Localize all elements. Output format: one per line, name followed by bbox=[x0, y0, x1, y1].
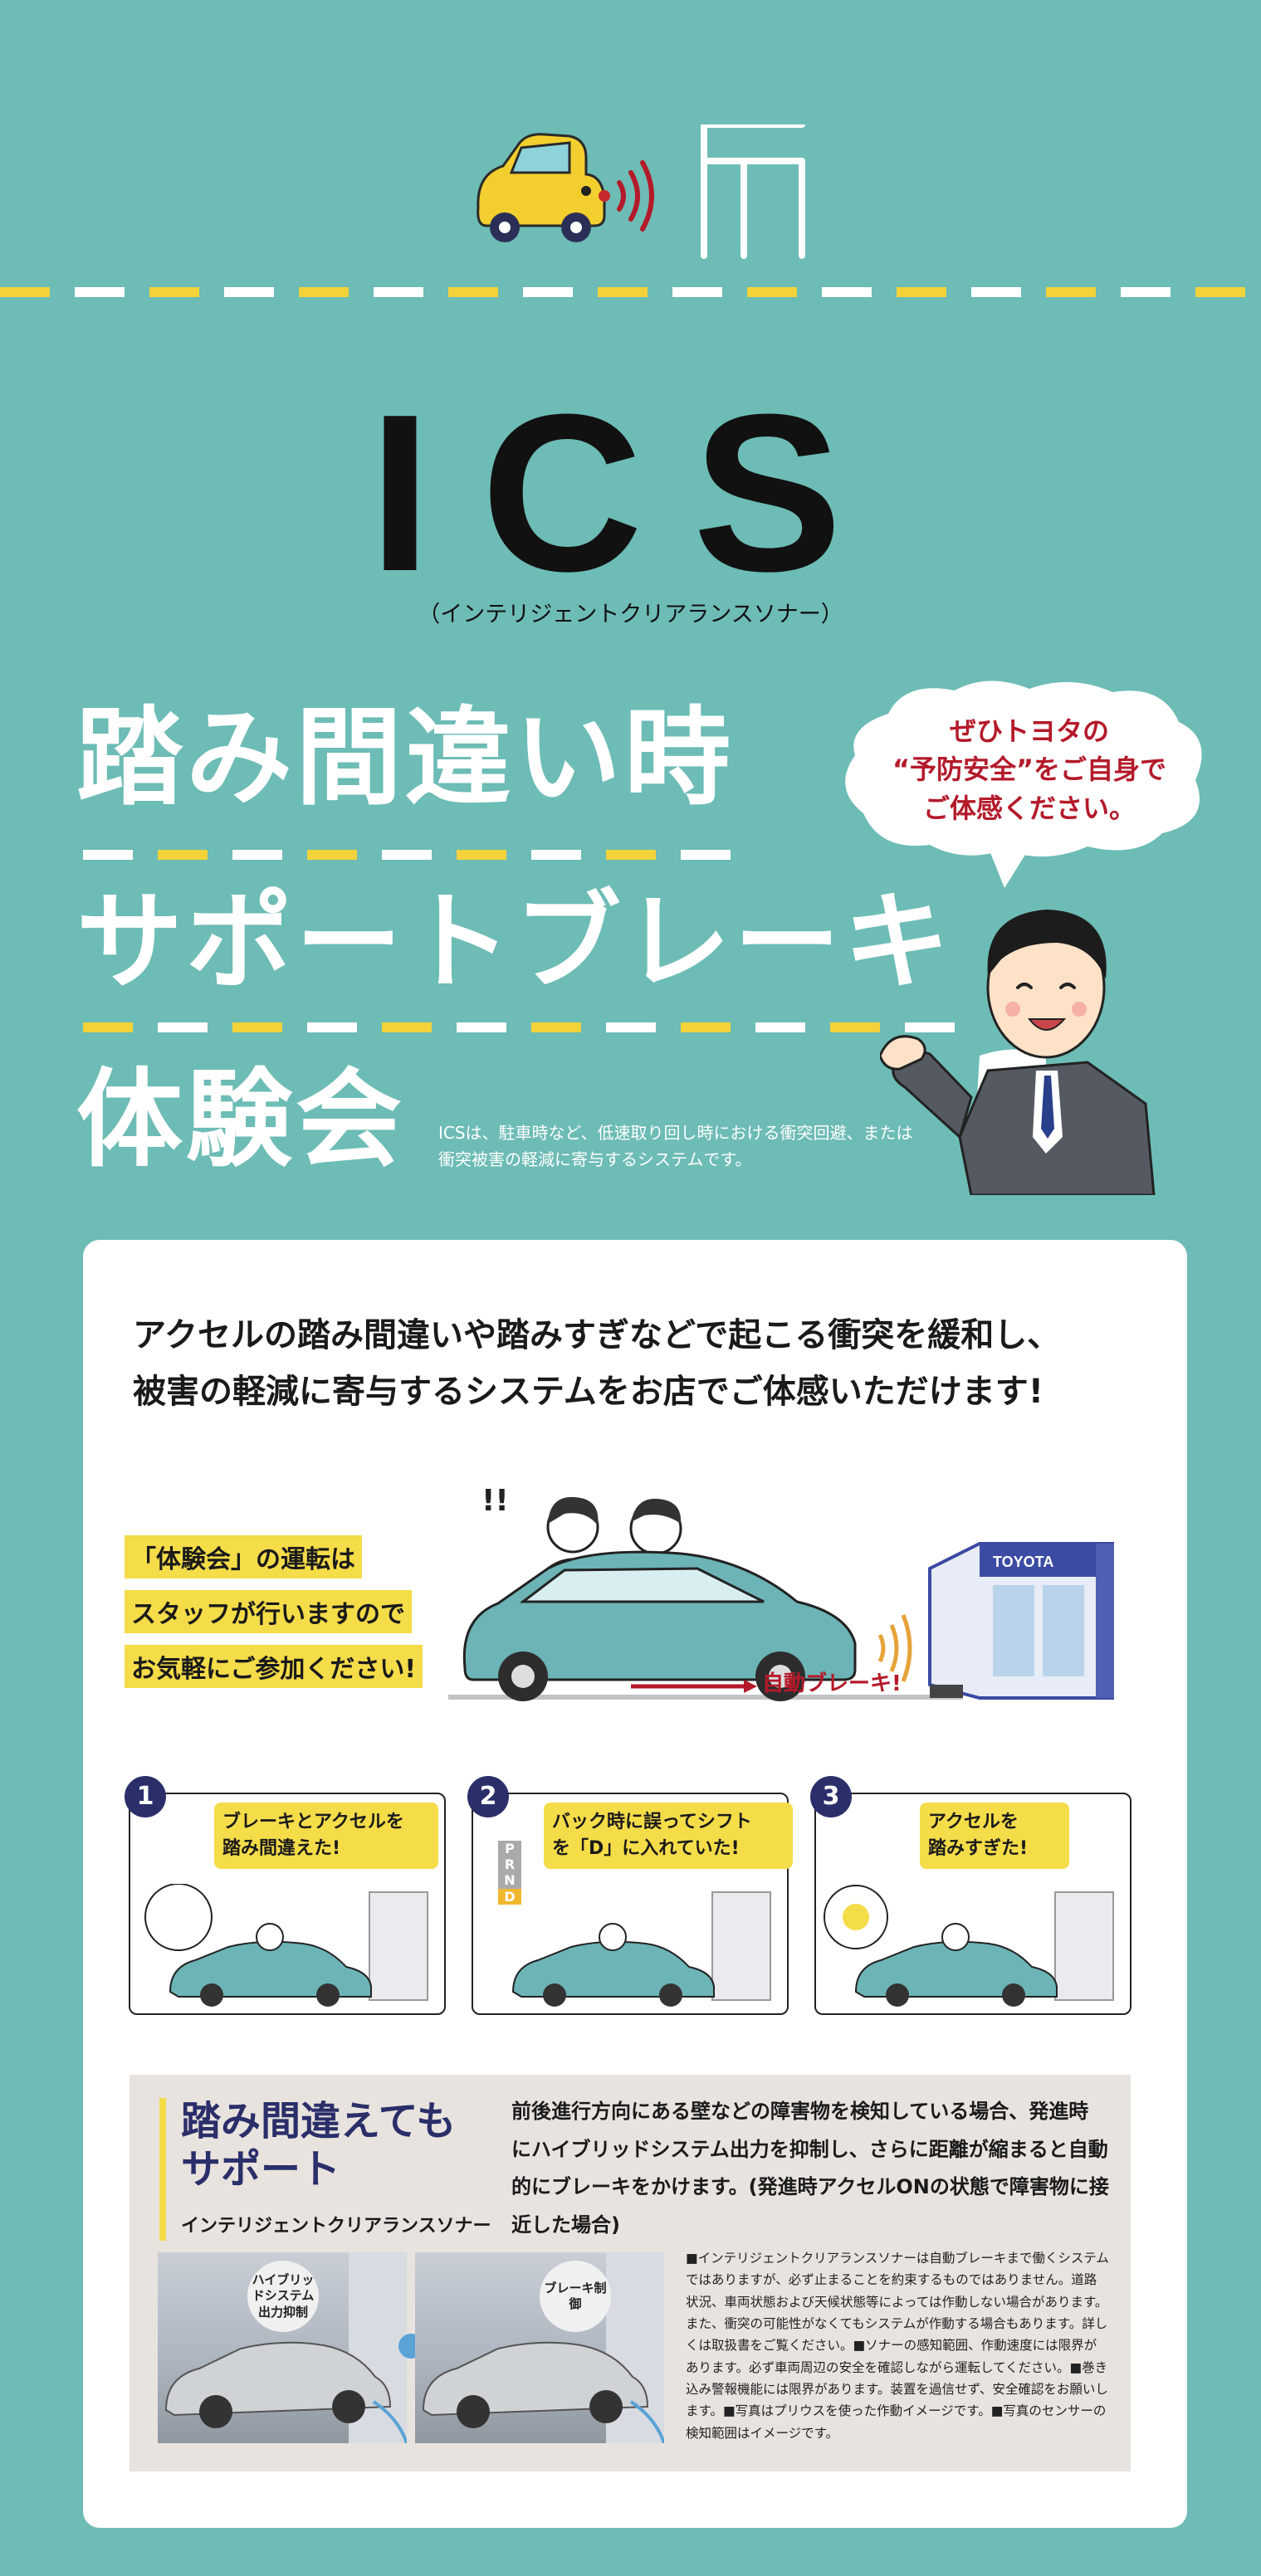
headline-line1: 踏み間違い時 bbox=[76, 696, 735, 820]
mascot-car-logo bbox=[462, 121, 827, 266]
note-line: お気軽にご参加ください! bbox=[125, 1645, 423, 1688]
step-number-2: 2 bbox=[467, 1776, 509, 1817]
description-line: 衝突被害の軽減に寄与するシステムです。 bbox=[438, 1149, 752, 1169]
step-text: ブレーキとアクセルを bbox=[222, 1812, 404, 1832]
photo-label-1: ハイブリッドシステム出力抑制 bbox=[247, 2261, 319, 2332]
divider-dashed bbox=[83, 1022, 980, 1032]
surprise-mark: !! bbox=[481, 1484, 509, 1518]
step-car-illustrations bbox=[129, 1883, 1130, 2008]
note-line: スタッフが行いますので bbox=[125, 1590, 412, 1633]
gear-n: N bbox=[498, 1872, 521, 1889]
auto-brake-label: 自動ブレーキ! bbox=[762, 1671, 902, 1696]
speech-line: ぜひトヨタの bbox=[949, 715, 1109, 747]
photo-output-control: ハイブリッドシステム出力抑制 bbox=[158, 2252, 407, 2443]
speech-line: ご体感ください。 bbox=[922, 792, 1136, 824]
speech-cloud bbox=[838, 681, 1212, 888]
gear-shift-indicator: P R N D bbox=[498, 1841, 521, 1905]
support-accent-bar bbox=[159, 2098, 166, 2241]
photo-brake-control: ブレーキ制御 bbox=[415, 2252, 664, 2443]
gear-p: P bbox=[498, 1841, 521, 1857]
support-title: 踏み間違えても サポート bbox=[181, 2098, 456, 2193]
divider-dashed bbox=[0, 287, 1261, 297]
panel-lead-text: アクセルの踏み間違いや踏みすぎなどで起こる衝突を緩和し、 被害の軽減に寄与するシ… bbox=[133, 1307, 1154, 1420]
step-text: バック時に誤ってシフト bbox=[552, 1812, 752, 1832]
disclaimer-text: ■インテリジェントクリアランスソナーは自動ブレーキまで働くシステムではありますが… bbox=[686, 2251, 1109, 2441]
headline-description: ICSは、駐車時など、低速取り回し時における衝突回避、または 衝突被害の軽減に寄… bbox=[438, 1120, 913, 1173]
gear-r: R bbox=[498, 1856, 521, 1873]
speech-line: “予防安全”をご自身で bbox=[892, 754, 1167, 786]
support-body-line: 近した場合) bbox=[511, 2213, 620, 2237]
headline-line3: 体験会 bbox=[76, 1058, 406, 1182]
lead-line: アクセルの踏み間違いや踏みすぎなどで起こる衝突を緩和し、 bbox=[133, 1316, 1061, 1354]
step-number-1: 1 bbox=[125, 1776, 166, 1817]
lead-line: 被害の軽減に寄与するシステムをお店でご体感いただけます! bbox=[133, 1373, 1044, 1411]
demo-car-illustration: TOYOTA bbox=[448, 1477, 1121, 1710]
step-text: アクセルを bbox=[928, 1812, 1019, 1832]
support-title-line: 踏み間違えても bbox=[181, 2098, 457, 2144]
support-body-line: にハイブリッドシステム出力を抑制し、さらに距離が縮まると自動 bbox=[511, 2137, 1108, 2161]
store-sign: TOYOTA bbox=[993, 1554, 1053, 1570]
divider-dashed bbox=[83, 850, 747, 860]
step-text: を「D」に入れていた! bbox=[552, 1837, 740, 1859]
step-bubble-2: バック時に誤ってシフト を「D」に入れていた! bbox=[544, 1803, 793, 1869]
step-bubble-3: アクセルを 踏みすぎた! bbox=[920, 1803, 1069, 1869]
description-line: ICSは、駐車時など、低速取り回し時における衝突回避、または bbox=[438, 1123, 913, 1143]
page-subtitle: （インテリジェントクリアランスソナー） bbox=[418, 602, 843, 627]
staff-note: 「体験会」の運転は スタッフが行いますので お気軽にご参加ください! bbox=[125, 1535, 423, 1700]
support-subtitle: インテリジェントクリアランスソナー bbox=[181, 2216, 491, 2237]
step-text: 踏み間違えた! bbox=[222, 1837, 341, 1859]
note-line: 「体験会」の運転は bbox=[125, 1535, 362, 1578]
support-body-line: 的にブレーキをかけます。(発進時アクセルONの状態で障害物に接 bbox=[511, 2175, 1109, 2199]
support-body-line: 前後進行方向にある壁などの障害物を検知している場合、発進時 bbox=[511, 2100, 1089, 2123]
step-bubble-1: ブレーキとアクセルを 踏み間違えた! bbox=[214, 1803, 438, 1869]
headline-line2: サポートブレーキ bbox=[76, 881, 954, 1004]
staff-man-illustration bbox=[878, 863, 1179, 1197]
step-number-3: 3 bbox=[810, 1776, 852, 1817]
support-title-line: サポート bbox=[181, 2145, 341, 2193]
step-text: 踏みすぎた! bbox=[928, 1837, 1029, 1859]
speech-cloud-text: ぜひトヨタの “予防安全”をご自身で ご体感ください。 bbox=[847, 712, 1212, 827]
photo-label-2: ブレーキ制御 bbox=[540, 2261, 611, 2332]
support-body: 前後進行方向にある壁などの障害物を検知している場合、発進時 にハイブリッドシステ… bbox=[511, 2093, 1109, 2244]
gear-d: D bbox=[498, 1888, 521, 1905]
page-title: ICS bbox=[369, 368, 892, 618]
